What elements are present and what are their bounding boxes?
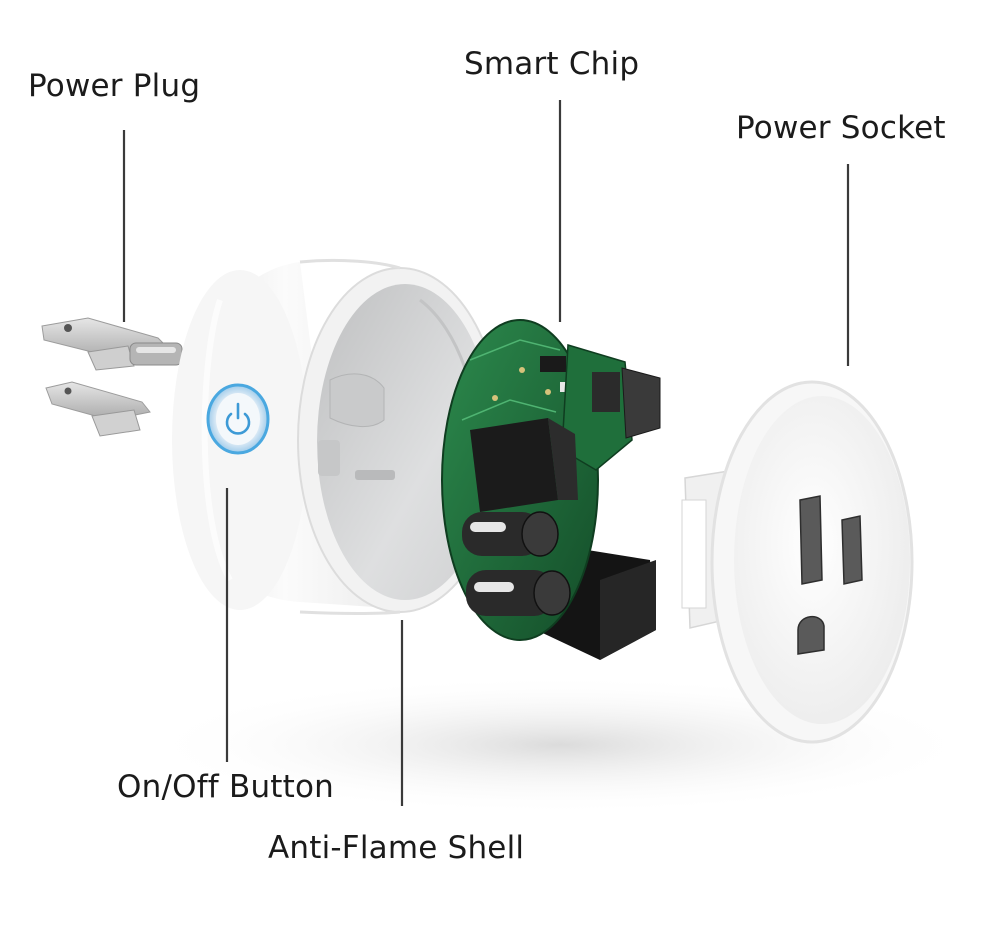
power-socket-label: Power Socket [736, 110, 946, 146]
power-plug-prongs [42, 318, 182, 436]
power-plug-label: Power Plug [28, 68, 200, 104]
on-off-button-label: On/Off Button [117, 769, 334, 805]
smart-chip-board [442, 320, 660, 660]
smart-chip-label: Smart Chip [464, 46, 639, 82]
anti-flame-shell-label: Anti-Flame Shell [268, 830, 524, 866]
